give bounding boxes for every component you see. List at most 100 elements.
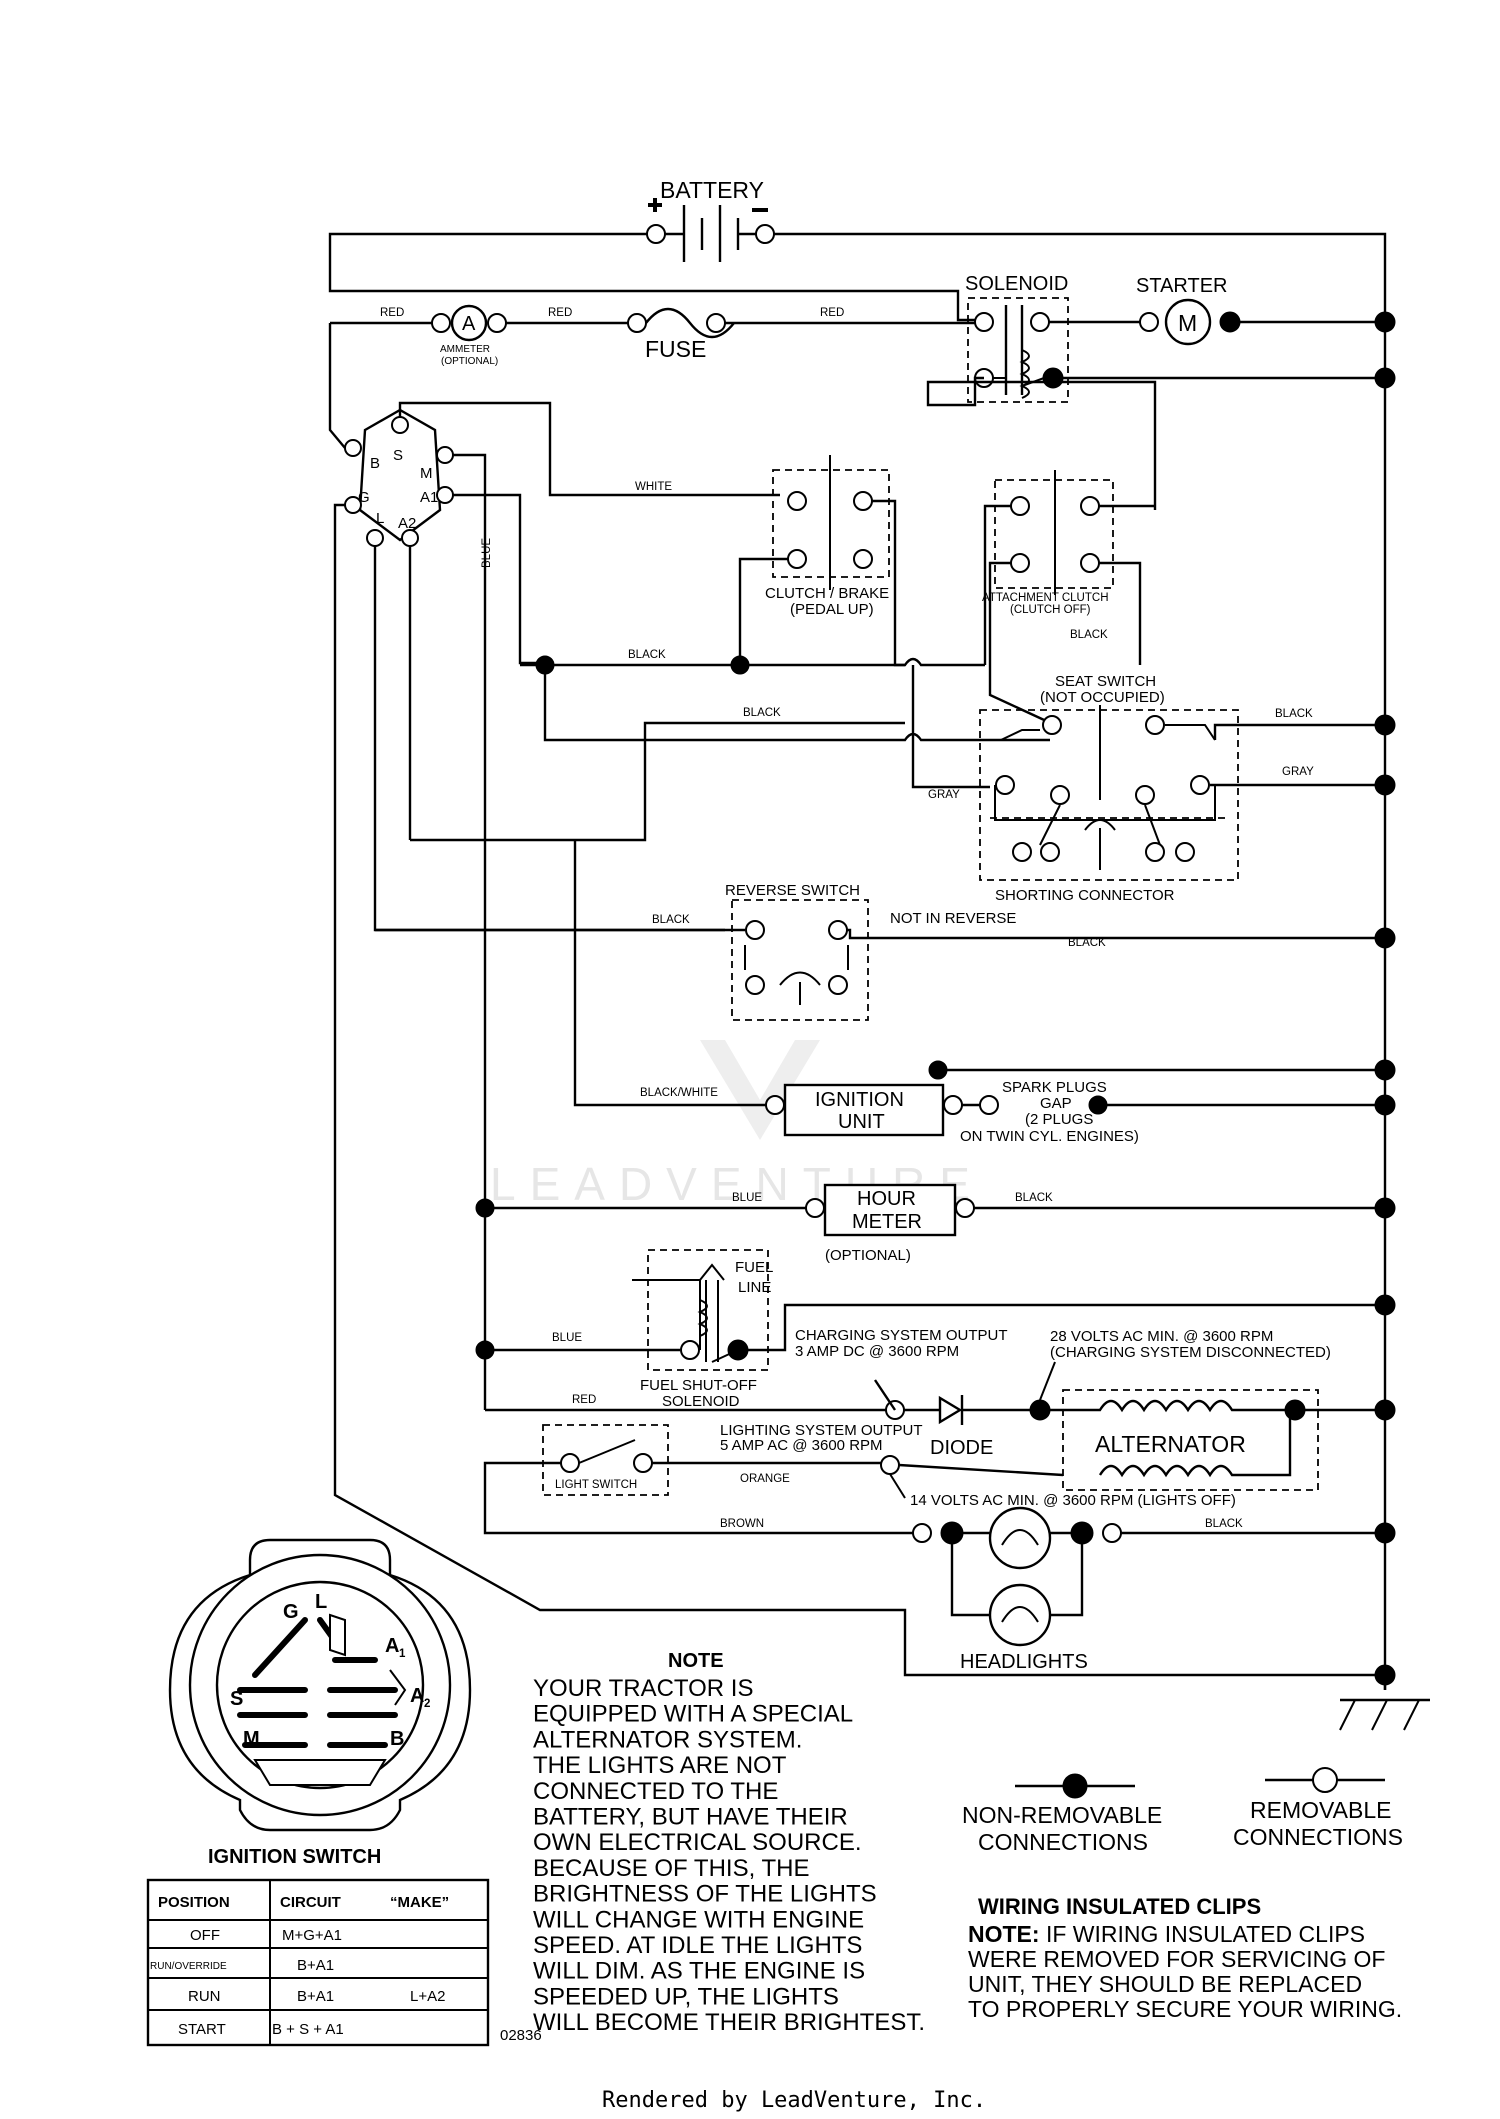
ignition-switch-terminals: B S M G A1 L A2 (344, 408, 454, 547)
wire-label-blue-2: BLUE (552, 1332, 582, 1344)
spark-plugs-label-4: ON TWIN CYL. ENGINES) (960, 1128, 1139, 1145)
wire-label-black-2: BLACK (743, 707, 781, 719)
wire-label-black-7: BLACK (1015, 1192, 1053, 1204)
diagram-number: 02836 (500, 2027, 542, 2044)
terminal-a2: A2 (398, 515, 416, 532)
icon-letter-a1: A (385, 1635, 399, 1657)
clips-line-4: TO PROPERLY SECURE YOUR WIRING. (968, 1996, 1402, 2022)
table-cell-run: RUN (188, 1988, 221, 2005)
wire-label-black-5: BLACK (652, 914, 690, 926)
wire-label-orange: ORANGE (740, 1473, 790, 1485)
footer-rendered-by: Rendered by LeadVenture, Inc. (602, 2088, 986, 2113)
wire-label-red-1: RED (380, 307, 404, 319)
table-cell-run-circuit: B+A1 (297, 1988, 334, 2005)
note-line: YOUR TRACTOR IS (533, 1675, 753, 1702)
ammeter-optional: (OPTIONAL) (441, 356, 498, 367)
wire-black-1 (520, 657, 985, 667)
terminal-m: M (420, 465, 433, 482)
clutch-brake-label: CLUTCH / BRAKE (765, 585, 889, 602)
spark-plugs-label-3: (2 PLUGS (1025, 1111, 1093, 1128)
charging-output-label-2: 3 AMP DC @ 3600 RPM (795, 1343, 959, 1360)
fuse: FUSE (627, 307, 735, 362)
wire-fuel-ground (738, 1303, 1385, 1352)
wire-label-red-3: RED (820, 307, 844, 319)
wire-light-brown (483, 1461, 915, 1535)
seat-switch: SEAT SWITCH (NOT OCCUPIED) SHORTING CONN… (979, 673, 1239, 904)
lighting-output-label-1: LIGHTING SYSTEM OUTPUT (720, 1422, 923, 1439)
wire-battery-positive (328, 232, 978, 322)
wire-battery-negative-ground (774, 232, 1387, 1690)
ammeter-label: AMMETER (440, 344, 490, 355)
table-cell-off: OFF (190, 1927, 220, 1944)
wire-clutch-left (738, 557, 788, 665)
battery: BATTERY (646, 177, 775, 262)
fuel-shutoff-label-1: FUEL SHUT-OFF (640, 1377, 757, 1394)
legend-removable: REMOVABLE CONNECTIONS (1233, 1767, 1403, 1850)
spark-plugs-label-2: GAP (1040, 1095, 1072, 1112)
icon-letter-l: L (315, 1591, 327, 1613)
ignition-switch-table: POSITION CIRCUIT “MAKE” OFF M+G+A1 RUN/O… (146, 1878, 490, 2047)
icon-letter-s: S (230, 1688, 243, 1710)
wire-label-gray-2: GRAY (928, 789, 960, 801)
right-bus-junctions (475, 311, 1396, 1686)
reverse-switch-label: REVERSE SWITCH (725, 882, 860, 899)
wire-label-red-2: RED (548, 307, 572, 319)
wire-black-white (573, 840, 775, 1107)
wire-label-black-4: BLACK (1275, 708, 1313, 720)
diode-label: DIODE (930, 1437, 993, 1459)
legend-non-removable-label-2: CONNECTIONS (978, 1829, 1148, 1855)
hour-meter: HOUR METER (OPTIONAL) (805, 1183, 975, 1264)
icon-letter-a2-sub: 2 (424, 1698, 430, 1710)
volts14-label: 14 VOLTS AC MIN. @ 3600 RPM (LIGHTS OFF) (910, 1492, 1236, 1509)
shorting-connector-label: SHORTING CONNECTOR (995, 887, 1175, 904)
charging-output-label-1: CHARGING SYSTEM OUTPUT (795, 1327, 1008, 1344)
attachment-clutch-label: ATTACHMENT CLUTCH (982, 592, 1109, 604)
spark-plugs-label-1: SPARK PLUGS (1002, 1079, 1107, 1096)
note-line: WILL BECOME THEIR BRIGHTEST. (533, 2009, 925, 2036)
volts28-pointer (1039, 1361, 1056, 1401)
node-ignition-ground (928, 1060, 948, 1080)
light-switch: LIGHT SWITCH (542, 1424, 669, 1496)
clips-line-2: WERE REMOVED FOR SERVICING OF (968, 1946, 1385, 1972)
table-cell-run-override: RUN/OVERRIDE (150, 1961, 227, 1972)
lighting-output-label-2: 5 AMP AC @ 3600 RPM (720, 1437, 883, 1454)
wire-label-white: WHITE (635, 481, 672, 493)
attachment-clutch-off: (CLUTCH OFF) (1010, 604, 1091, 616)
wire-a2-loop (410, 721, 905, 842)
terminal-g: G (358, 489, 370, 506)
seat-switch-state: (NOT OCCUPIED) (1040, 689, 1165, 706)
wire-l-terminal (373, 546, 725, 932)
wire-color-labels: RED RED RED WHITE BLUE BLACK BLACK BLACK… (380, 307, 1314, 1530)
diode: DIODE (885, 1395, 993, 1459)
note-line: CONNECTED TO THE (533, 1778, 778, 1805)
clips-title: WIRING INSULATED CLIPS (978, 1894, 1261, 1919)
attachment-clutch-switch: ATTACHMENT CLUTCH (CLUTCH OFF) (982, 470, 1114, 616)
table-cell-off-circuit: M+G+A1 (282, 1927, 342, 1944)
fuse-label: FUSE (645, 336, 706, 362)
ignition-unit-label-1: IGNITION (815, 1089, 904, 1111)
table-header-circuit: CIRCUIT (280, 1894, 341, 1911)
ammeter: A AMMETER (OPTIONAL) (431, 304, 507, 367)
terminal-s: S (393, 447, 403, 464)
headlights-label: HEADLIGHTS (960, 1651, 1088, 1673)
wire-label-red-4: RED (572, 1394, 596, 1406)
clutch-brake-pedal-up: (PEDAL UP) (790, 601, 874, 618)
ignition-unit: IGNITION UNIT (765, 1083, 963, 1137)
volts28-label-1: 28 VOLTS AC MIN. @ 3600 RPM (1050, 1328, 1273, 1345)
clutch-brake-switch: CLUTCH / BRAKE (PEDAL UP) (765, 455, 890, 618)
wire-charge-pointer (874, 1379, 896, 1411)
battery-label: BATTERY (660, 177, 764, 203)
note-line: SPEEDED UP, THE LIGHTS (533, 1983, 839, 2010)
wire-a1 (453, 493, 545, 665)
clips-note-label: NOTE: (968, 1921, 1040, 1947)
seat-switch-label: SEAT SWITCH (1055, 673, 1156, 690)
ignition-switch-icon: G L A 1 S A 2 M B (168, 1538, 472, 1832)
clips-line-1-text: IF WIRING INSULATED CLIPS (1040, 1921, 1365, 1947)
clips-line-3: UNIT, THEY SHOULD BE REPLACED (968, 1971, 1362, 1997)
icon-letter-g: G (283, 1601, 299, 1623)
hour-meter-label-1: HOUR (857, 1188, 916, 1210)
icon-letter-a2: A (410, 1685, 424, 1707)
fuel-shutoff-label-2: SOLENOID (662, 1393, 740, 1410)
icon-letter-a1-sub: 1 (399, 1648, 406, 1660)
